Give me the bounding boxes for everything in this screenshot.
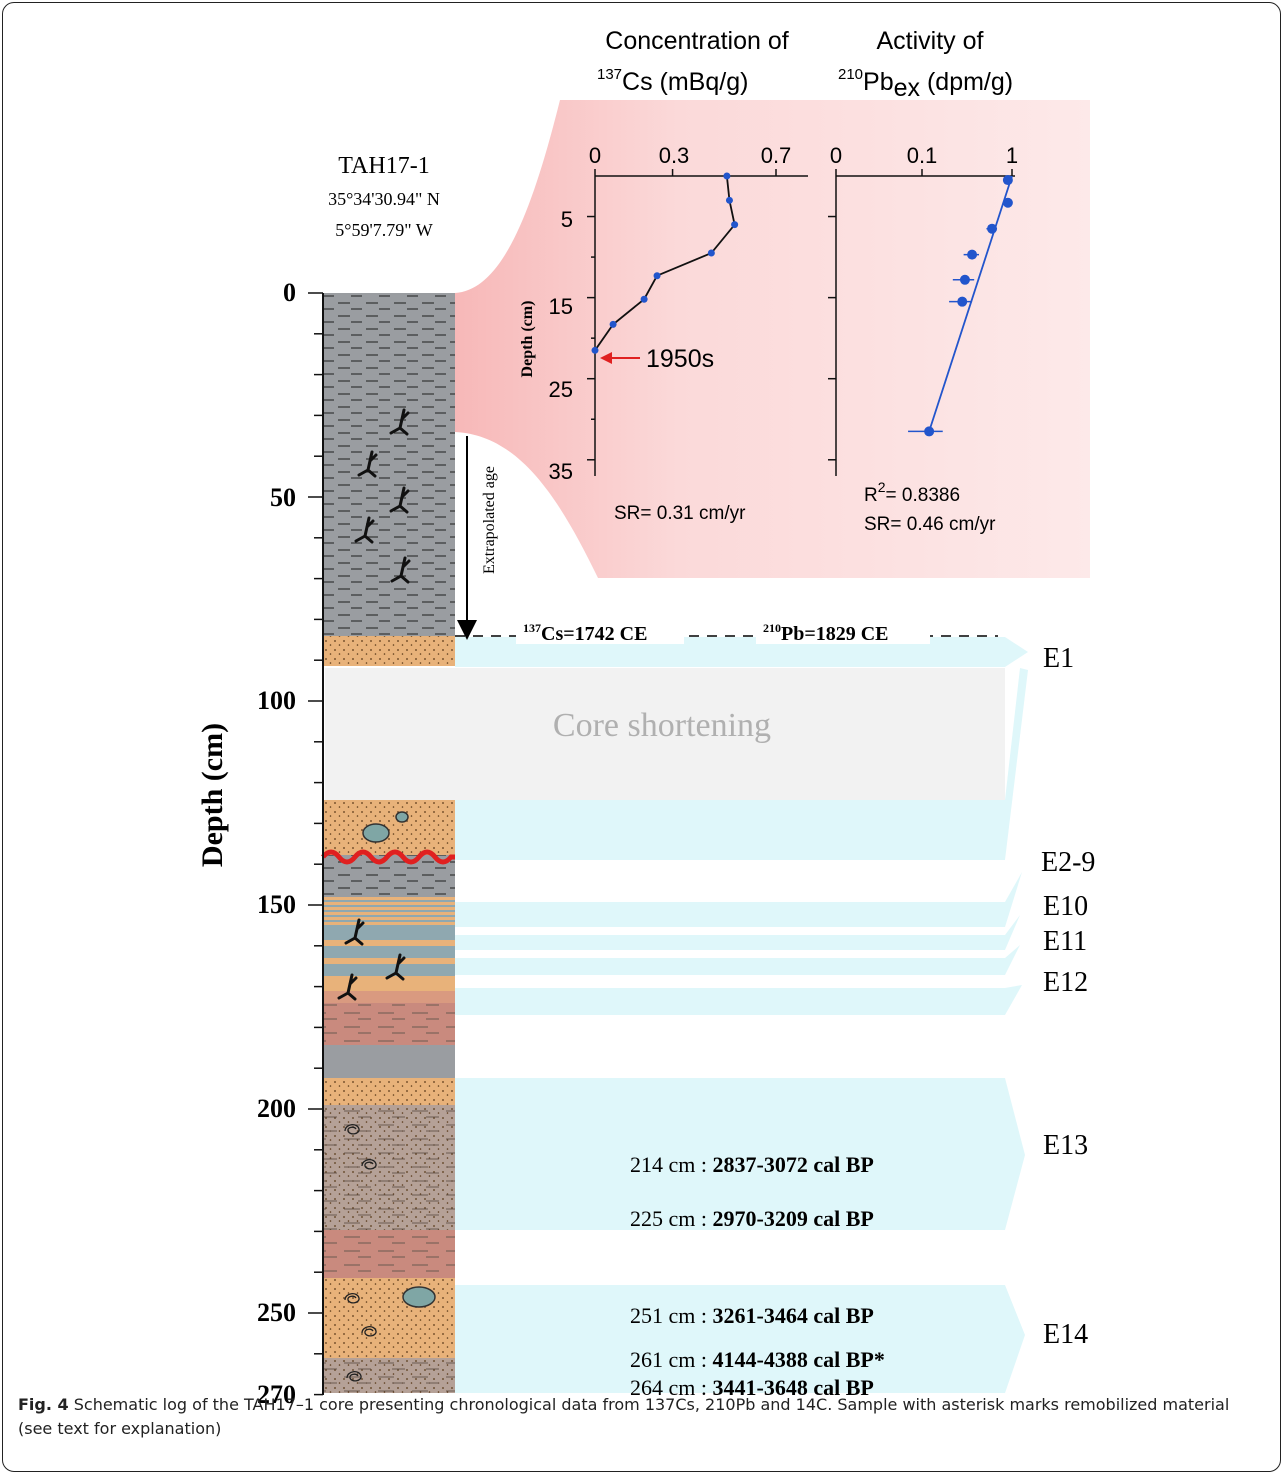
pb-xtick-01: 0.1	[907, 143, 938, 168]
cs-ytick-25: 25	[549, 377, 573, 402]
cs-data-point	[725, 196, 733, 204]
caption-label: Fig. 4	[18, 1395, 69, 1414]
pb-data-point	[959, 274, 970, 285]
event-label-e2-9: E2-9	[1041, 847, 1095, 878]
pb-data-point	[957, 296, 968, 307]
cs-ytick-5: 5	[561, 207, 573, 232]
c14-sample-261: 261 cm : 4144-4388 cal BP*	[630, 1347, 885, 1372]
pb-data-point	[1002, 197, 1013, 208]
pb-data-point	[987, 223, 998, 234]
event-label-e1: E1	[1043, 643, 1074, 674]
c14-sample-251: 251 cm : 3261-3464 cal BP	[630, 1303, 874, 1328]
pb-chart-title-line2: 210Pbex (dpm/g)	[838, 66, 1013, 102]
event-band-e12	[455, 945, 1020, 975]
pb-fit-line	[928, 175, 1013, 432]
event-label-e10: E10	[1043, 891, 1088, 922]
core-longitude: 5°59'7.79" W	[335, 220, 432, 240]
event-bands	[325, 637, 1028, 1393]
pb-data-point	[1002, 175, 1013, 186]
cs-sr-note: SR= 0.31 cm/yr	[614, 503, 746, 524]
depth-tick-270: 270	[257, 1380, 296, 1409]
cs-data-point	[707, 249, 715, 257]
figure-caption: Fig. 4 Schematic log of the TAH17–1 core…	[18, 1393, 1258, 1441]
cs-data-point	[723, 172, 731, 180]
cs-xtick-0: 0	[589, 143, 601, 168]
c14-sample-214: 214 cm : 2837-3072 cal BP	[630, 1152, 874, 1177]
caption-text: Schematic log of the TAH17–1 core presen…	[18, 1395, 1230, 1438]
depth-tick-200: 200	[257, 1094, 296, 1123]
event-band-e11	[455, 915, 1020, 950]
event-label-e12: E12	[1043, 967, 1088, 998]
cs-xtick-07: 0.7	[761, 143, 792, 168]
event-band-e2-9	[455, 668, 1028, 860]
cs-xtick-03: 0.3	[659, 143, 690, 168]
cs-ytick-15: 15	[549, 294, 573, 319]
cs-data-point	[591, 346, 599, 354]
cs-data-point	[653, 272, 661, 280]
depth-tick-0: 0	[283, 278, 296, 307]
depth-tick-250: 250	[257, 1298, 296, 1327]
event-band-e10	[455, 872, 1022, 927]
core-shortening-label: Core shortening	[553, 707, 771, 744]
zoom-region	[455, 100, 1090, 578]
core-shortening-box	[325, 668, 1005, 800]
pb-chart-title-line1: Activity of	[877, 27, 984, 55]
cs-data-point	[609, 320, 617, 328]
c14-sample-225: 225 cm : 2970-3209 cal BP	[630, 1206, 874, 1231]
cs137-chart: Concentration of 137Cs (mBq/g) 0 0.3 0.7…	[519, 27, 808, 524]
cs-chart-title-line2: 137Cs (mBq/g)	[597, 66, 748, 96]
pb-age-label: 210Pb=1829 CE	[763, 621, 889, 645]
event-band-e12b	[455, 985, 1022, 1015]
event-label-e11: E11	[1043, 926, 1087, 957]
depth-axis: 0 50 100 150 200 250 270 Depth (cm)	[196, 278, 324, 1409]
cs-data-point	[731, 221, 739, 229]
event-band-e14	[455, 1285, 1025, 1393]
depth-tick-100: 100	[257, 686, 296, 715]
pb-xtick-1: 1	[1006, 143, 1018, 168]
depth-axis-label: Depth (cm)	[196, 723, 229, 867]
event-label-e14: E14	[1043, 1319, 1088, 1350]
pb-data-point	[967, 249, 978, 260]
cs-ytick-35: 35	[549, 459, 573, 484]
cs-ylabel: Depth (cm)	[519, 301, 536, 378]
event-band-e13	[455, 1078, 1025, 1230]
cs-annotation: 1950s	[646, 345, 714, 373]
pb-xtick-0: 0	[830, 143, 842, 168]
depth-tick-50: 50	[270, 483, 296, 512]
event-band-e1	[455, 637, 1028, 667]
cs-age-label: 137Cs=1742 CE	[523, 621, 647, 645]
core-latitude: 35°34'30.94" N	[328, 189, 440, 209]
cs-chart-title-line1: Concentration of	[605, 27, 789, 55]
pb210-chart: Activity of 210Pbex (dpm/g) 0 0.1 1 R2= …	[828, 27, 1018, 535]
cs-data-point	[640, 295, 648, 303]
core-log	[321, 293, 455, 1393]
core-name: TAH17-1	[338, 153, 429, 179]
pb-r2: R2= 0.8386	[864, 479, 960, 506]
c14-sample-264: 264 cm : 3441-3648 cal BP	[630, 1375, 874, 1400]
pb-data-point	[924, 426, 935, 437]
depth-tick-150: 150	[257, 890, 296, 919]
cs-profile-line	[594, 175, 736, 351]
event-label-e13: E13	[1043, 1130, 1088, 1161]
extrapolated-label: Extrapolated age	[481, 466, 498, 574]
pb-sr-note: SR= 0.46 cm/yr	[864, 514, 996, 535]
